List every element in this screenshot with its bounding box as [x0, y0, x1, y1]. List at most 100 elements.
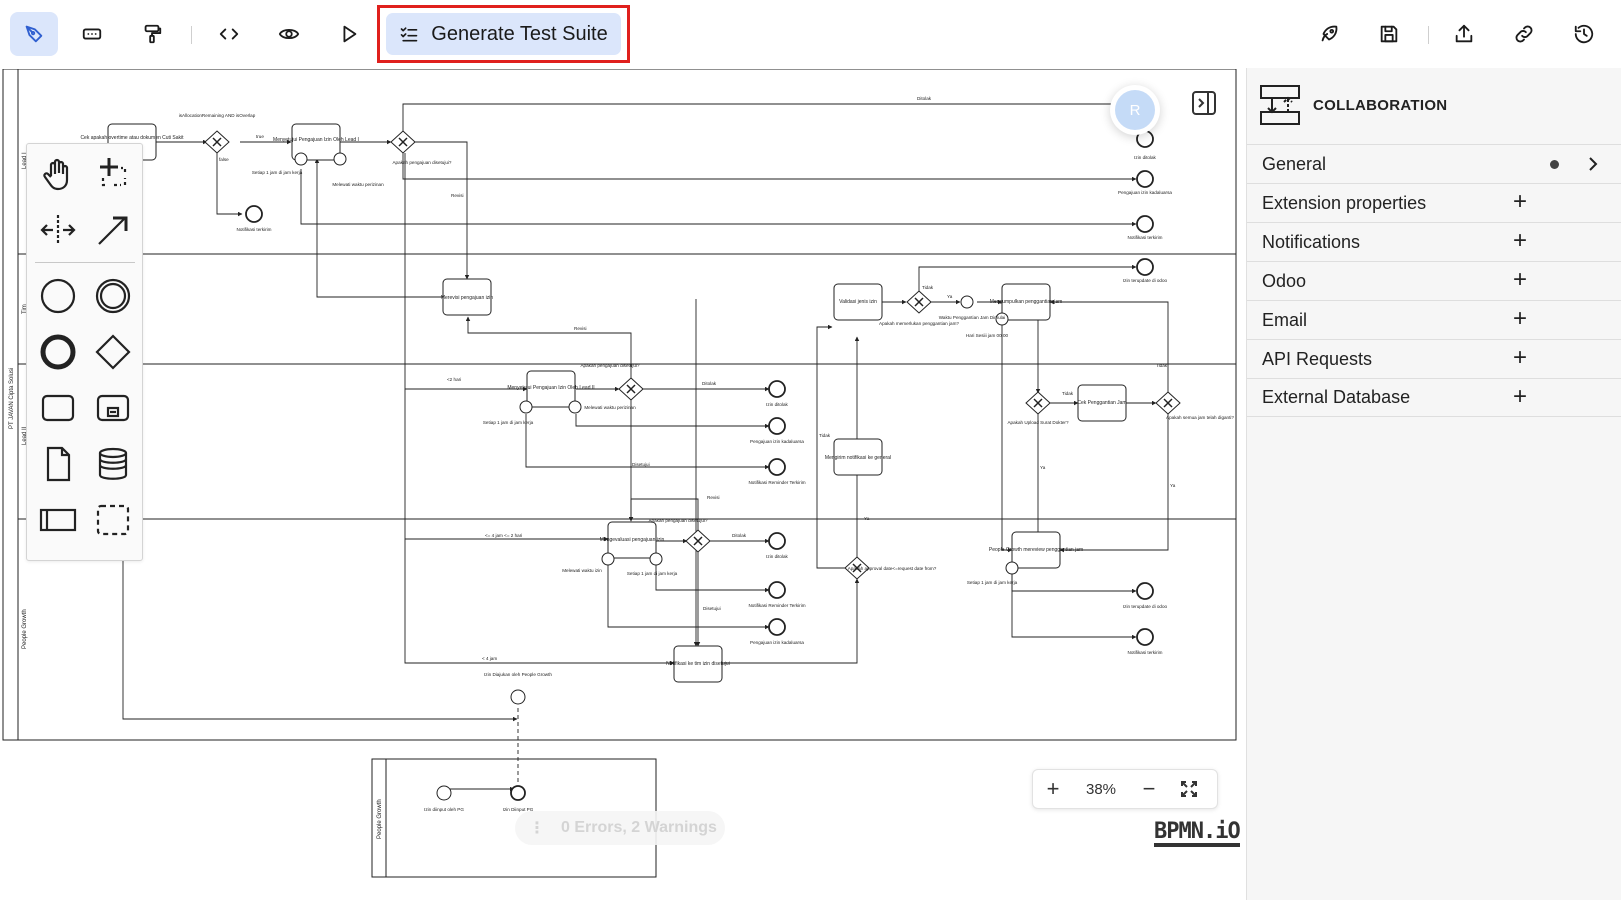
pool-label: PT JAVAN Cipta Solusi	[9, 368, 15, 429]
rocket-icon[interactable]	[1305, 12, 1353, 56]
warning-icon: ⋮	[529, 820, 545, 837]
space-tool-icon[interactable]	[36, 208, 80, 252]
gateway-icon[interactable]	[91, 330, 135, 374]
link-icon[interactable]	[1500, 12, 1548, 56]
group-email[interactable]: Email +	[1247, 300, 1621, 339]
event-label: Izin terupdate di odoo	[1123, 278, 1168, 283]
flow-label: <2 hari	[447, 377, 461, 382]
group-label: General	[1262, 153, 1327, 174]
end-events	[245, 130, 1154, 646]
task-labels: Cek apakah overtime atau dokumen Cuti Sa…	[80, 135, 1126, 667]
bpmn-diagram[interactable]: PT JAVAN Cipta Solusi Lead I Tim Lead II…	[2, 69, 1242, 900]
plus-icon[interactable]: +	[1513, 305, 1528, 332]
user-avatar[interactable]: R	[1110, 85, 1160, 135]
play-icon[interactable]	[325, 12, 373, 56]
flow-label: Ya	[947, 294, 953, 299]
task-label: Validasi jenis izin	[839, 299, 877, 305]
code-icon[interactable]	[205, 12, 253, 56]
group-notifications[interactable]: Notifications +	[1247, 222, 1621, 261]
plus-icon[interactable]: +	[1513, 383, 1528, 410]
connect-tool-icon[interactable]	[91, 208, 135, 252]
sub-pool-label: People Growth	[377, 799, 383, 839]
timer-label: Hari Sesiii jam 00.00	[966, 333, 1009, 338]
message-events	[436, 689, 526, 801]
pool-icon[interactable]	[36, 498, 80, 542]
task-label: Cek apakah overtime atau dokumen Cuti Sa…	[80, 135, 184, 141]
event-label: Izin ditolak	[1134, 155, 1156, 160]
zoom-out-button[interactable]: −	[1142, 776, 1156, 801]
data-marker-icon	[1550, 160, 1559, 169]
lint-status[interactable]: ⋮ 0 Errors, 2 Warnings	[515, 811, 725, 845]
gateway-label: Apakah memerlukan penggantian jam?	[879, 321, 959, 326]
timer-label: Setiap 1 jam di jam kerja	[483, 420, 534, 425]
form-icon[interactable]	[68, 12, 116, 56]
event-label: Izin ditolak	[766, 402, 788, 407]
flow-label: false	[219, 157, 229, 162]
plus-icon[interactable]: +	[1513, 266, 1528, 293]
save-icon[interactable]	[1365, 12, 1413, 56]
flow-label: Disetujui	[703, 606, 721, 611]
flow-label: Tidak	[819, 433, 831, 438]
group-label: Notifications	[1262, 231, 1361, 252]
lasso-tool-icon[interactable]	[91, 152, 135, 196]
bpmn-io-watermark[interactable]: BPMN.iO	[1154, 821, 1241, 847]
generate-test-suite-button[interactable]: Generate Test Suite	[386, 13, 621, 55]
event-label: Pengajuan izin kadaluarsa	[750, 439, 804, 444]
gateway-label: isAllocationRemaining AND isOverlap	[179, 113, 256, 118]
plus-icon[interactable]: +	[1513, 188, 1528, 215]
modeler-pen-icon[interactable]	[10, 12, 58, 56]
toolbar-divider	[1428, 26, 1429, 44]
timer-events	[294, 152, 1019, 575]
event-label: Izin terupdate di odoo	[1123, 604, 1168, 609]
task-icon[interactable]	[36, 386, 80, 430]
end-event-icon[interactable]	[36, 330, 80, 374]
gateway-labels: isAllocationRemaining AND isOverlap Apak…	[179, 113, 1235, 571]
gateways	[204, 130, 1181, 580]
group-extension-properties[interactable]: Extension properties +	[1247, 183, 1621, 222]
event-label: Notifikasi terkirim	[1128, 650, 1163, 655]
plus-icon[interactable]: +	[1513, 344, 1528, 371]
flow-label: < 4 jam	[482, 656, 497, 661]
event-label: Pengajuan izin kadaluarsa	[1118, 190, 1172, 195]
data-store-icon[interactable]	[91, 442, 135, 486]
group-api-requests[interactable]: API Requests +	[1247, 339, 1621, 378]
diagram-canvas[interactable]: PT JAVAN Cipta Solusi Lead I Tim Lead II…	[2, 69, 1242, 900]
group-icon[interactable]	[91, 498, 135, 542]
flow-labels: Ditolak true false Revisi Revisi Revisi …	[219, 96, 1176, 661]
properties-panel: COLLABORATION General Extension properti…	[1246, 68, 1621, 900]
task-label: Notifikasi ke tim izin disetujui	[666, 661, 730, 667]
plus-icon[interactable]: +	[1513, 227, 1528, 254]
start-event-icon[interactable]	[36, 274, 80, 318]
lane-label-people-growth: People Growth	[22, 609, 28, 649]
export-icon[interactable]	[1440, 12, 1488, 56]
group-odoo[interactable]: Odoo +	[1247, 261, 1621, 300]
paint-roller-icon[interactable]	[128, 12, 176, 56]
toolbar-divider	[191, 26, 192, 44]
data-object-icon[interactable]	[36, 442, 80, 486]
flow-label: Revisi	[707, 495, 720, 500]
zoom-level: 38%	[1085, 780, 1117, 798]
flow-label: Ditolak	[917, 96, 932, 101]
group-external-database[interactable]: External Database +	[1247, 378, 1621, 417]
history-icon[interactable]	[1560, 12, 1608, 56]
task-label: Mengevaluasi pengajuan izin	[600, 537, 665, 543]
flow-label: Revisi	[574, 326, 587, 331]
timer-label: Setiap 1 jam di jam kerja	[627, 571, 678, 576]
timer-label: Melewati waktu izin	[562, 568, 602, 573]
zoom-in-button[interactable]: +	[1046, 776, 1060, 801]
fit-screen-icon[interactable]	[1169, 770, 1209, 808]
group-general[interactable]: General	[1247, 144, 1621, 183]
timer-label: Waktu Penggantian Jam Dimulai	[939, 315, 1005, 320]
task-label: Cek Penggantian Jam	[1077, 400, 1126, 406]
event-label: Notifikasi Reminder Terkirim	[748, 603, 805, 608]
event-label: Pengajuan izin kadaluarsa	[750, 640, 804, 645]
intermediate-event-icon[interactable]	[91, 274, 135, 318]
palette-divider	[35, 262, 135, 263]
timer-label: Setiap 1 jam di jam kerja	[967, 580, 1018, 585]
timer-label: Melewati waktu perizinan	[584, 405, 636, 410]
gateway-label: Apakah pengajuan disetujui?	[392, 160, 451, 165]
subprocess-icon[interactable]	[91, 386, 135, 430]
eye-icon[interactable]	[265, 12, 313, 56]
panel-toggle-icon[interactable]	[1190, 89, 1218, 117]
hand-tool-icon[interactable]	[36, 152, 80, 196]
